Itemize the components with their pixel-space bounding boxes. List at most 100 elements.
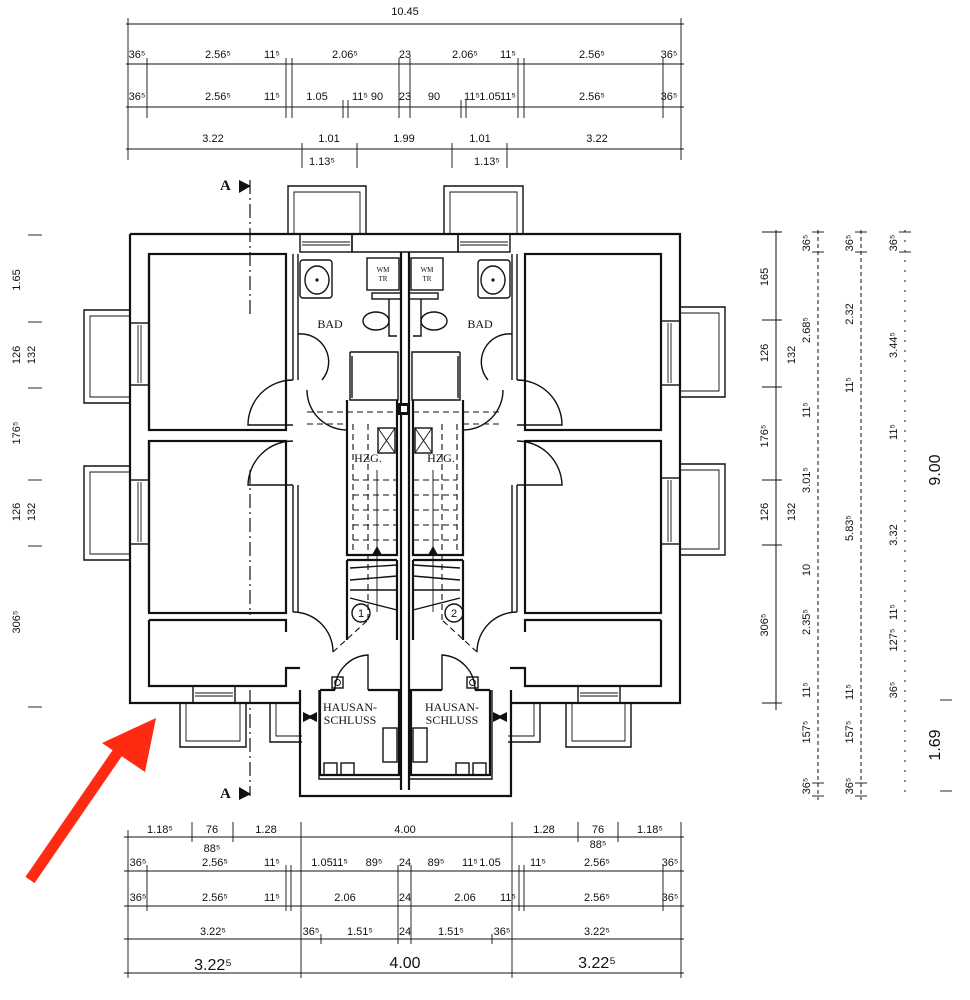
bathroom-right: WM TR BAD <box>408 257 513 401</box>
dim-label: 11⁵ <box>352 91 368 103</box>
washing-machine-box <box>366 257 400 291</box>
dim-label: 3.44⁵ <box>888 332 900 358</box>
room-label-heating-right: HZG. <box>427 451 455 465</box>
dim-label: 24 <box>399 857 411 869</box>
dim-label: 1.99 <box>393 133 414 145</box>
dim-label: 4.00 <box>394 824 415 836</box>
dim-label: 2.56⁵ <box>579 49 605 61</box>
meter-cabinet-icon <box>382 727 398 763</box>
dim-label: 5.83⁵ <box>844 515 856 541</box>
dim-label: 36⁵ <box>661 49 678 61</box>
section-label-top: A <box>220 178 231 194</box>
room-label-utility-left-1: HAUSAN- <box>323 700 377 714</box>
dim-label: 3.22 <box>202 133 223 145</box>
dim-label: 76 <box>592 824 604 836</box>
dim-label: 2.06⁵ <box>332 49 358 61</box>
dim-label: 36⁵ <box>888 682 900 699</box>
dim-label: 88⁵ <box>204 843 221 855</box>
dim-label: 1.51⁵ <box>438 926 464 938</box>
dim-label: 11⁵ <box>464 91 480 103</box>
dim-label: 3.22⁵ <box>584 926 610 938</box>
stair-number-circle <box>444 603 464 623</box>
dim-label: 23 <box>399 91 411 103</box>
dim-label: 1.05 <box>479 857 500 869</box>
dim-label: 306⁵ <box>11 611 23 634</box>
stair-number-left: 1 <box>358 608 364 620</box>
section-line-a: A A <box>220 178 251 802</box>
dim-label: 11⁵ <box>462 857 478 869</box>
dim-label: 11⁵ <box>332 857 348 869</box>
room-right-1 <box>523 252 663 432</box>
dim-label: 36⁵ <box>844 778 856 795</box>
section-label-bottom: A <box>220 786 231 802</box>
dim-label: 23 <box>399 49 411 61</box>
dryer-label: TR <box>379 275 388 283</box>
dim-label: 1.01 <box>318 133 339 145</box>
dim-label: 90 <box>371 91 383 103</box>
dim-label: 10 <box>801 564 813 576</box>
washer-label: WM <box>377 266 391 274</box>
dim-label: 36⁵ <box>801 235 813 252</box>
room-left-1 <box>147 252 288 432</box>
stair-right: HZG. 2 <box>411 389 504 640</box>
dim-label: 11⁵ <box>500 49 516 61</box>
dim-label: 132 <box>26 346 38 364</box>
heating-unit-icon <box>377 427 396 454</box>
dim-label: 11⁵ <box>500 91 516 103</box>
utility-right: HAUSAN- SCHLUSS <box>409 654 507 777</box>
dim-label: 36⁵ <box>662 892 679 904</box>
dim-label: 11⁵ <box>801 402 813 418</box>
utility-left: HAUSAN- SCHLUSS <box>303 654 401 777</box>
dim-label: 36⁵ <box>888 235 900 252</box>
washer-label: WM <box>421 266 435 274</box>
dim-label: 3.32 <box>888 524 900 545</box>
dim-label: 1.18⁵ <box>637 824 663 836</box>
door-swing <box>480 333 513 381</box>
dim-label: 132 <box>786 503 798 521</box>
right-dimensions: 165 126 176⁵ 126 306⁵ 36⁵ 132 2.68⁵ 11⁵ … <box>759 230 952 800</box>
stair-arrow-icon <box>428 546 438 555</box>
room-label-utility-right-2: SCHLUSS <box>426 713 479 727</box>
dim-label: 126 <box>759 344 771 362</box>
window-bottom-right <box>577 685 621 704</box>
dim-label: 2.06 <box>334 892 355 904</box>
stair-arrow-icon <box>372 546 382 555</box>
section-arrow-icon <box>239 180 251 193</box>
dim-label: 76 <box>206 824 218 836</box>
dim-label: 132 <box>786 346 798 364</box>
room-label-bath-left: BAD <box>317 317 343 331</box>
dim-label: 11⁵ <box>801 682 813 698</box>
dim-label: 36⁵ <box>130 892 147 904</box>
dim-label: 1.28 <box>255 824 276 836</box>
door-swing <box>297 333 330 381</box>
dim-label: 36⁵ <box>129 91 146 103</box>
dim-label: 1.28 <box>533 824 554 836</box>
room-label-bath-right: BAD <box>467 317 493 331</box>
dim-overall-width: 10.45 <box>391 6 419 18</box>
dim-label: 11⁵ <box>264 49 280 61</box>
dim-overall-depth: 9.00 <box>927 454 944 485</box>
dim-label: 2.35⁵ <box>801 609 813 635</box>
dim-label: 2.06⁵ <box>452 49 478 61</box>
dim-label: 176⁵ <box>11 422 23 445</box>
dim-label: 11⁵ <box>500 892 516 904</box>
window-left-lower <box>129 479 150 545</box>
dim-label: 1.05 <box>479 91 500 103</box>
dim-label: 11⁵ <box>264 857 280 869</box>
dim-label: 126 <box>11 503 23 521</box>
bottom-dimensions: 1.18⁵ 76 1.28 4.00 1.28 76 1.18⁵ 88⁵ 88⁵… <box>124 822 684 978</box>
dim-label: 306⁵ <box>759 614 771 637</box>
dim-label: 1.65 <box>11 269 23 290</box>
dim-label: 126 <box>759 503 771 521</box>
window-left-upper <box>129 322 150 386</box>
dim-label: 11⁵ <box>888 424 900 440</box>
dim-label: 1.05 <box>311 857 332 869</box>
washbasin-icon <box>304 265 330 295</box>
window-top-bath-right <box>457 233 511 253</box>
dim-label: 3.01⁵ <box>801 467 813 493</box>
dim-label: 89⁵ <box>366 857 383 869</box>
dim-label: 176⁵ <box>759 425 771 448</box>
dim-label: 165 <box>759 268 771 286</box>
dim-label: 36⁵ <box>494 926 511 938</box>
